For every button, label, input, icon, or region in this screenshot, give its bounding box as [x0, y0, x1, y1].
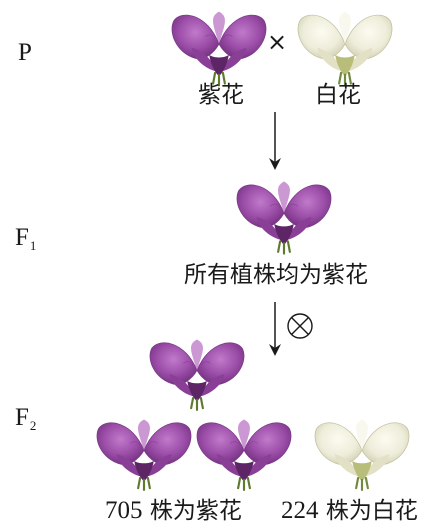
f2-purple-result: 705 株为紫花: [105, 498, 242, 523]
f1-result-text: 所有植株均为紫花: [184, 264, 368, 287]
p-purple-flower: [172, 12, 266, 86]
f2-white-result: 224 株为白花: [281, 498, 418, 523]
down-arrow-icon: [269, 302, 281, 356]
cross-symbol: ×: [267, 30, 287, 54]
generation-label-f1: F1: [15, 225, 36, 252]
f2-purple-text: 株为紫花: [150, 498, 242, 524]
f2-white-count: 224: [281, 497, 319, 524]
generation-subscript: 2: [30, 418, 37, 433]
f2-white-flower: [315, 419, 409, 490]
parent-white-label: 白花: [315, 84, 361, 107]
generation-label-text: P: [18, 39, 32, 66]
f2-purple-flower: [150, 339, 244, 410]
f1-purple-flower: [237, 182, 331, 254]
generation-label-text: F: [15, 224, 29, 251]
generation-subscript: 1: [30, 238, 37, 253]
f2-white-text: 株为白花: [326, 498, 418, 524]
down-arrow-icon: [269, 112, 281, 170]
f2-purple-count: 705: [105, 497, 143, 524]
p-white-flower: [298, 12, 392, 86]
f2-purple-flower: [197, 419, 291, 490]
generation-label-text: F: [15, 404, 29, 431]
generation-label-p: P: [18, 40, 32, 65]
generation-label-f2: F2: [15, 405, 36, 432]
f2-purple-flower: [97, 419, 191, 490]
circle-cross-icon: [288, 314, 312, 338]
parent-purple-label: 紫花: [198, 84, 244, 107]
